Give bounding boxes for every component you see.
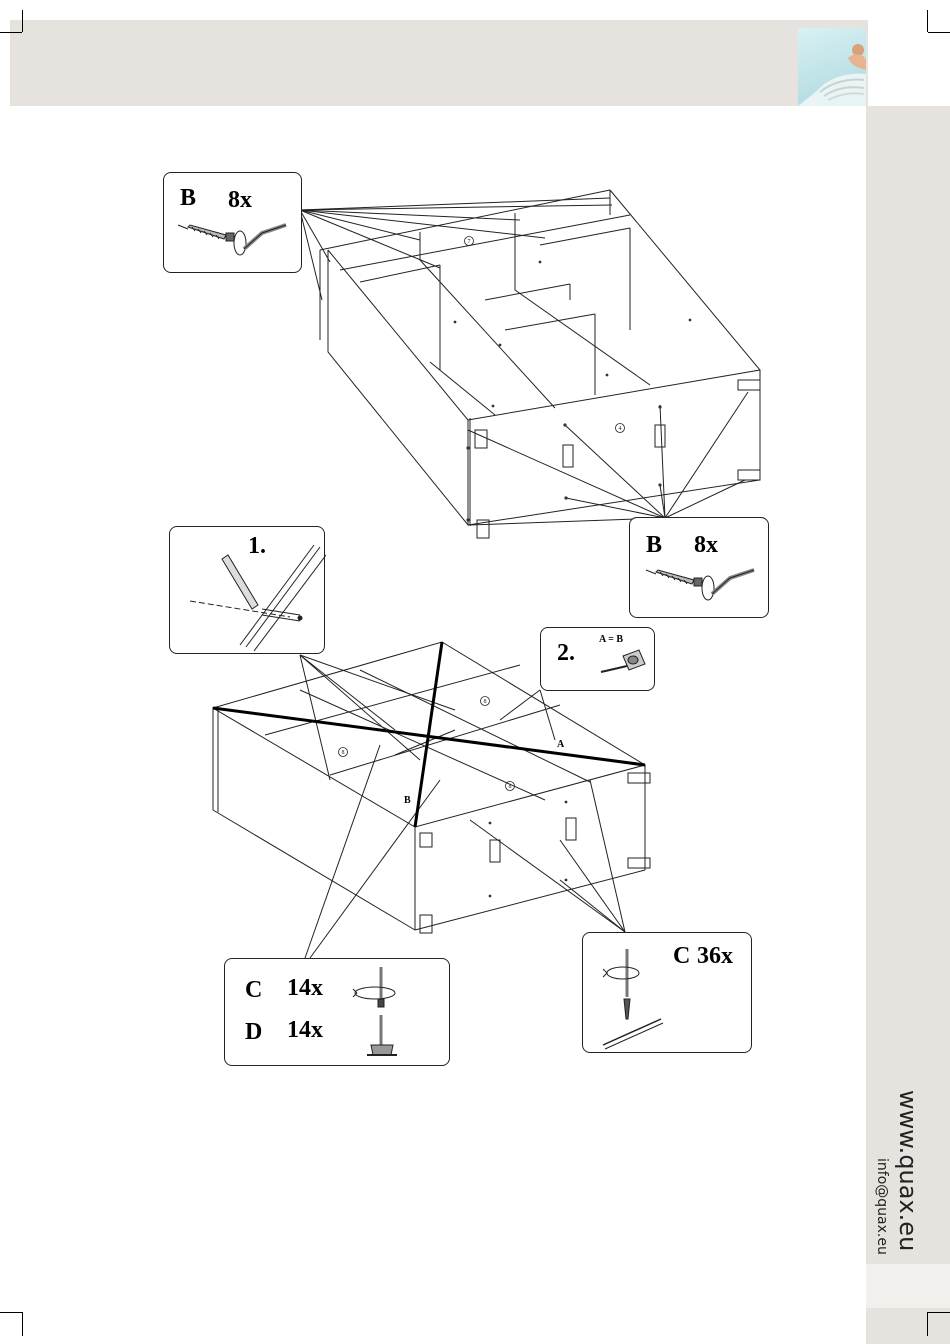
part-number-4: 4 xyxy=(619,426,622,432)
diagonal-label-b: B xyxy=(404,795,411,806)
website-url: www.quax.eu xyxy=(894,1090,922,1251)
callout-part-c: C 36x xyxy=(582,932,752,1053)
callout-step-1: 1. xyxy=(169,526,325,654)
callout-screw-b-top: B 8x xyxy=(163,172,302,273)
part-number-8: 8 xyxy=(342,750,345,756)
contact-email: info@quax.eu xyxy=(874,1158,890,1255)
callout-screw-b-right: B 8x xyxy=(629,517,769,618)
screw-and-hex-key-icon xyxy=(164,173,303,274)
dowel-insert-icon xyxy=(170,527,326,655)
part-number-8: 8 xyxy=(509,784,512,790)
part-number-8: 8 xyxy=(484,699,487,705)
screw-driver-icon xyxy=(583,933,753,1054)
screw-and-hex-key-icon xyxy=(630,518,770,619)
callout-step-2: 2. A = B xyxy=(540,627,655,691)
cam-and-screw-icon xyxy=(225,959,451,1067)
part-number-7: 7 xyxy=(468,239,471,245)
diagonal-label-a: A xyxy=(557,739,565,750)
tape-measure-icon xyxy=(541,628,656,692)
callout-parts-c-d: C 14x D 14x xyxy=(224,958,450,1066)
